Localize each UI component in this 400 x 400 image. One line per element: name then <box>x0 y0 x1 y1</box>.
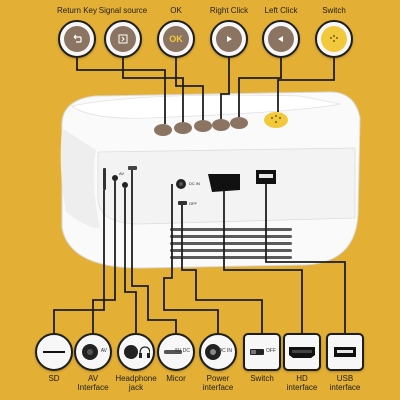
port-2[interactable] <box>117 333 155 371</box>
port-tag-5: OFF <box>266 348 276 354</box>
port-tag-3: 5V DC <box>175 348 190 354</box>
port-3[interactable]: 5V DC <box>157 333 195 371</box>
port-tag-1: AV <box>100 348 107 354</box>
port-label-line2: interface <box>329 383 361 392</box>
av-port-icon <box>80 342 106 362</box>
port-0[interactable] <box>35 333 73 371</box>
device-mark-dc-in: DC IN <box>189 181 200 186</box>
port-label-3: Micor <box>166 374 186 383</box>
micro-usb-icon <box>163 347 189 357</box>
projector-body: DC IN OFF AV <box>60 91 361 269</box>
headphone-icon <box>122 342 150 362</box>
port-label-line1: HD <box>296 374 308 383</box>
port-label-0: SD <box>48 374 60 383</box>
dc-power-icon <box>204 341 232 363</box>
top-label-3: Right Click <box>209 6 249 15</box>
power-dots-icon <box>321 26 347 52</box>
device-ports <box>103 166 276 205</box>
hdmi-icon <box>288 345 316 359</box>
port-label-line1: USB <box>336 374 354 383</box>
top-control-3[interactable] <box>210 20 248 58</box>
top-control-2[interactable]: OK <box>157 20 195 58</box>
port-label-line1: AV <box>87 374 99 383</box>
top-control-1[interactable] <box>104 20 142 58</box>
ok-icon: OK <box>163 26 189 52</box>
top-label-4: Left Click <box>264 6 298 15</box>
top-label-0: Return Key <box>56 6 98 15</box>
port-5[interactable]: OFF <box>243 333 281 371</box>
top-label-2: OK <box>170 6 182 15</box>
port-tag-4: DC IN <box>218 348 232 354</box>
device-buttons <box>154 112 288 136</box>
port-6[interactable] <box>283 333 321 371</box>
sd-slot-icon <box>42 349 66 355</box>
port-label-line2: jack <box>128 383 144 392</box>
port-label-line2: interface <box>286 383 318 392</box>
top-connector-lines <box>76 58 335 124</box>
port-label-line2: interface <box>202 383 234 392</box>
top-label-1: Signal source <box>98 6 148 15</box>
top-label-5: Switch <box>322 6 346 15</box>
port-4[interactable]: DC IN <box>199 333 237 371</box>
return-icon <box>64 26 90 52</box>
top-control-0[interactable] <box>58 20 96 58</box>
source-icon <box>110 26 136 52</box>
port-label-line2: Interface <box>77 383 109 392</box>
port-label-5: Switch <box>250 374 274 383</box>
play-right-icon <box>216 26 242 52</box>
device-mark-av: AV <box>119 171 124 176</box>
port-1[interactable]: AV <box>74 333 112 371</box>
top-control-5[interactable] <box>315 20 353 58</box>
bottom-connector-lines <box>53 170 346 333</box>
port-label-line1: Power <box>206 374 230 383</box>
top-control-4[interactable] <box>262 20 300 58</box>
port-label-line1: Headphone <box>115 374 157 383</box>
usb-icon <box>332 345 358 359</box>
play-left-icon <box>268 26 294 52</box>
vent-grille <box>170 228 292 259</box>
switch-icon <box>249 346 275 358</box>
port-7[interactable] <box>326 333 364 371</box>
device-mark-off: OFF <box>189 201 198 206</box>
